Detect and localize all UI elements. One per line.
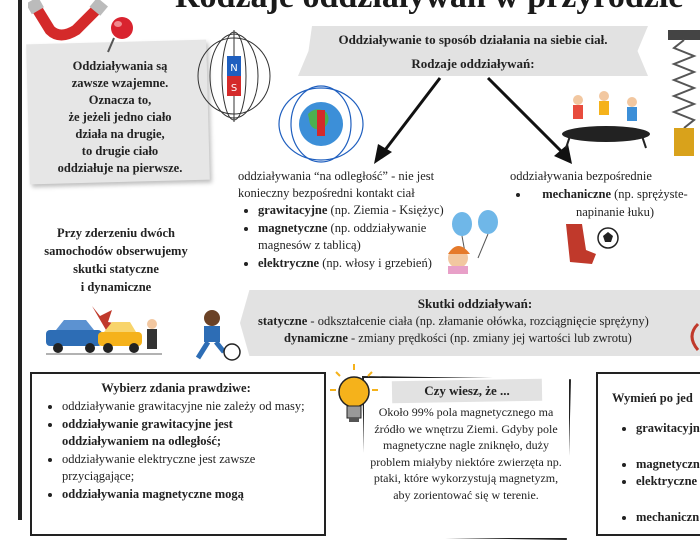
fact-title: Czy wiesz, że ...: [424, 383, 510, 398]
list-item: magnetyczne (np. oddziaływanie magnesów …: [258, 220, 452, 255]
effects-title: Skutki oddziaływań:: [417, 296, 533, 311]
note-line: oddziałuje na pierwsze.: [57, 161, 183, 175]
quiz-list: oddziaływanie grawitacyjne nie zależy od…: [44, 398, 306, 503]
note-line: Oddziaływania są: [72, 59, 168, 73]
earth-magnetic-field-icon: [278, 85, 364, 163]
magnet-north-label: N: [230, 63, 237, 74]
interaction-example: (np. oddziaływanie magnesów z tablicą): [258, 220, 427, 253]
page-frame-line: [18, 0, 22, 520]
arrowhead-right: [554, 144, 572, 164]
list-task-item: grawitacyjn: [636, 420, 700, 438]
quiz-item-text: oddziaływania magnetyczne mogą: [62, 486, 244, 501]
list-task-item: elektryczne: [636, 473, 700, 491]
interaction-example: (np. Ziemia - Księżyc): [327, 203, 444, 217]
fact-text: Około 99% pola magnetycznego ma źródło w…: [370, 405, 562, 502]
car-crash-icon: [46, 306, 162, 355]
effect-term: statyczne: [258, 314, 308, 328]
interaction-example: (np. sprężyste- napinanie łuku): [575, 187, 688, 219]
quiz-item: oddziaływania magnetyczne mogą: [62, 486, 306, 504]
note-line: Oznacza to,: [88, 93, 152, 107]
effects-banner: [240, 290, 700, 356]
direct-list: mechaniczne (np. sprężyste- napinanie łu…: [512, 186, 700, 221]
page-title: Rodzaje oddziaływań w przyrodzie: [175, 0, 683, 16]
collision-line: i dynamiczne: [80, 280, 152, 294]
interaction-term: mechaniczne: [542, 187, 611, 201]
effect-desc: - zmiany prędkości (np. zmiany jej warto…: [347, 331, 632, 345]
pushpin-icon: [107, 17, 133, 53]
list-task-title: Wymień po jed: [612, 391, 693, 405]
decorative-curve-icon: [690, 322, 700, 351]
collision-line: skutki statyczne: [73, 262, 159, 276]
list-item: grawitacyjne (np. Ziemia - Księżyc): [258, 202, 452, 220]
definition-text: Oddziaływanie to sposób działania na sie…: [338, 32, 608, 47]
balloons-girl-icon: [448, 210, 498, 274]
quiz-item: oddziaływanie grawitacyjne jest oddziały…: [62, 416, 306, 451]
collision-text: Przy zderzeniu dwóch samochodów obserwuj…: [32, 224, 200, 296]
effects-static: statyczne - odkształcenie ciała (np. zła…: [258, 313, 700, 330]
interaction-term: elektryczne: [258, 255, 320, 270]
note-text: Oddziaływania są zawsze wzajemne. Oznacz…: [32, 58, 208, 177]
interaction-term: grawitacyjne: [258, 203, 328, 217]
list-task-list: grawitacyjn magnetyczn elektryczne mecha…: [620, 420, 700, 526]
bar-magnet-field-icon: N S: [197, 30, 271, 122]
lightbulb-icon: [330, 364, 378, 422]
effect-term: dynamiczne: [284, 331, 348, 345]
direct-intro: oddziaływania bezpośrednie: [510, 169, 652, 183]
effects-dynamic: dynamiczne - zmiany prędkości (np. zmian…: [284, 330, 700, 347]
note-line: działa na drugie,: [75, 127, 165, 141]
arrow-to-distance: [380, 77, 442, 155]
quiz-title: Wybierz zdania prawdziwe:: [101, 381, 251, 395]
arrowhead-left: [374, 144, 392, 164]
collision-line: samochodów obserwujemy: [44, 244, 188, 258]
kicking-ball-icon: [566, 224, 619, 264]
interaction-example: (np. włosy i grzebień): [319, 255, 432, 270]
types-title: Rodzaje oddziaływań:: [411, 56, 535, 71]
effect-desc: - odkształcenie ciała (np. złamanie ołów…: [307, 314, 649, 328]
note-line: że jeżeli jedno ciało: [68, 110, 172, 124]
distance-intro: oddziaływania “na odległość” - nie jest …: [238, 169, 435, 200]
quiz-item-text: oddziaływanie elektryczne jest zawsze pr…: [62, 451, 256, 484]
quiz-item-text: oddziaływanie grawitacyjne nie zależy od…: [62, 399, 305, 413]
arrow-to-direct: [486, 76, 566, 156]
quiz-item: oddziaływanie elektryczne jest zawsze pr…: [62, 451, 306, 486]
list-item: elektryczne (np. włosy i grzebień): [258, 255, 452, 273]
list-task-item: mechaniczn: [636, 509, 700, 527]
list-task-item: magnetyczn: [636, 456, 700, 474]
collision-line: Przy zderzeniu dwóch: [56, 226, 176, 240]
distance-list: grawitacyjne (np. Ziemia - Księżyc) magn…: [240, 202, 452, 272]
note-line: zawsze wzajemne.: [71, 76, 169, 90]
definition-banner: Oddziaływanie to sposób działania na sie…: [298, 26, 648, 76]
list-item: mechaniczne (np. sprężyste- napinanie łu…: [530, 186, 700, 221]
quiz-item: oddziaływanie grawitacyjne nie zależy od…: [62, 398, 306, 416]
trampoline-kids-icon: [562, 91, 650, 149]
interaction-term: magnetyczne: [258, 220, 328, 235]
quiz-item-text: oddziaływanie grawitacyjne jest oddziały…: [62, 416, 233, 449]
magnet-south-label: S: [231, 83, 237, 94]
list-task-box: [596, 372, 700, 536]
note-line: to drugie ciało: [81, 144, 159, 158]
spring-scale-icon: [668, 30, 700, 156]
soccer-boy-icon: [195, 310, 241, 361]
arrows-diagram: [374, 76, 572, 164]
horseshoe-magnet-icon: [28, 0, 108, 41]
